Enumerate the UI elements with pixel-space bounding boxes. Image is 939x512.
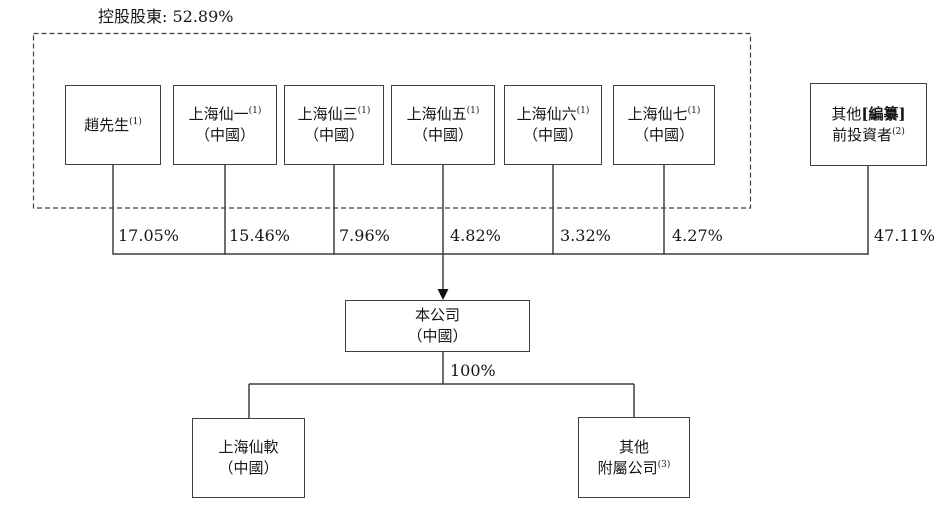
footnote-sup: (1) bbox=[357, 106, 371, 116]
node-label: 趙先生(1) bbox=[84, 115, 142, 134]
node-label: 上海仙三(1) bbox=[297, 105, 371, 123]
node-shanghai-xianruan: 上海仙軟 （中國） bbox=[192, 418, 305, 498]
node-label: 上海仙五(1) bbox=[406, 105, 480, 123]
node-sublabel: （中國） bbox=[218, 459, 279, 477]
node-label: 上海仙七(1) bbox=[627, 105, 701, 123]
controlling-shareholders-dashed-outline bbox=[32, 32, 752, 209]
node-other-pre-investors: 其他[編纂] 前投資者(2) bbox=[810, 83, 927, 166]
node-label: 本公司 bbox=[414, 306, 460, 324]
node-label: 上海仙軟 bbox=[218, 438, 279, 456]
node-label: 上海仙一(1) bbox=[188, 105, 262, 123]
footnote-sup: (1) bbox=[129, 116, 142, 127]
footnote-sup: (1) bbox=[466, 106, 480, 116]
ownership-pct-label: 4.27% bbox=[672, 226, 723, 245]
node-sublabel: 附屬公司(3) bbox=[597, 458, 671, 477]
footnote-sup: (3) bbox=[657, 459, 671, 470]
node-other-subsidiaries: 其他 附屬公司(3) bbox=[578, 417, 690, 498]
arrowhead-down-icon bbox=[437, 289, 449, 300]
ownership-pct-label: 17.05% bbox=[118, 226, 180, 245]
node-shanghai-xianyi: 上海仙一(1) （中國） bbox=[173, 85, 277, 165]
node-label: 上海仙六(1) bbox=[516, 105, 590, 123]
node-sublabel: 前投資者(2) bbox=[832, 125, 905, 144]
node-the-company: 本公司 （中國） bbox=[345, 300, 530, 352]
ownership-pct-label: 15.46% bbox=[229, 226, 291, 245]
node-sublabel: （中國） bbox=[412, 126, 473, 144]
node-shanghai-xianwu: 上海仙五(1) （中國） bbox=[391, 85, 495, 165]
node-sublabel: （中國） bbox=[407, 327, 468, 345]
node-label: 其他 bbox=[618, 437, 649, 456]
node-sublabel: （中國） bbox=[303, 126, 364, 144]
node-shanghai-xianqi: 上海仙七(1) （中國） bbox=[613, 85, 715, 165]
redaction-marker: [編纂] bbox=[861, 104, 906, 123]
node-sublabel: （中國） bbox=[633, 126, 694, 144]
ownership-pct-label: 3.32% bbox=[560, 226, 611, 245]
footnote-sup: (1) bbox=[576, 106, 590, 116]
node-sublabel: （中國） bbox=[194, 126, 255, 144]
node-shanghai-xiansan: 上海仙三(1) （中國） bbox=[284, 85, 384, 165]
node-label: 其他[編纂] bbox=[831, 104, 906, 123]
node-shanghai-xianliu: 上海仙六(1) （中國） bbox=[504, 85, 602, 165]
footnote-sup: (1) bbox=[248, 106, 262, 116]
node-sublabel: （中國） bbox=[522, 126, 583, 144]
controlling-shareholder-label: 控股股東: 52.89% bbox=[98, 7, 234, 26]
footnote-sup: (2) bbox=[892, 126, 905, 137]
ownership-pct-label: 4.82% bbox=[450, 226, 501, 245]
ownership-pct-label: 7.96% bbox=[339, 226, 390, 245]
company-ownership-pct-label: 100% bbox=[450, 361, 496, 380]
footnote-sup: (1) bbox=[687, 106, 701, 116]
ownership-pct-label: 47.11% bbox=[874, 226, 936, 245]
node-mr-zhao: 趙先生(1) bbox=[65, 85, 161, 165]
